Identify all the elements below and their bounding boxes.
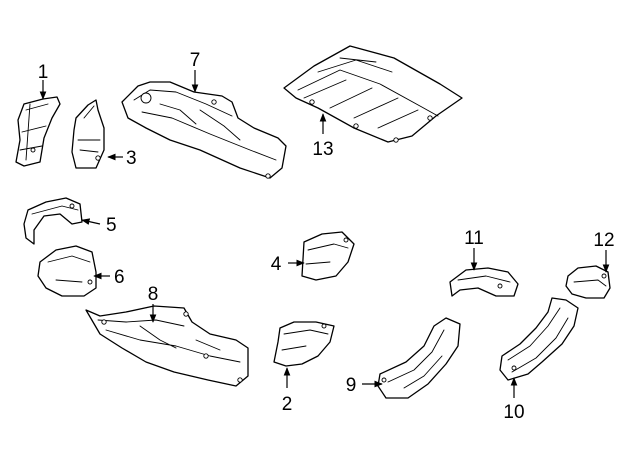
callout-6: 6 — [114, 267, 125, 288]
callout-8: 8 — [148, 284, 159, 305]
leader-lines — [39, 70, 610, 398]
heat-shield-part-13 — [283, 45, 463, 143]
callout-13: 13 — [312, 139, 333, 160]
callout-7: 7 — [190, 50, 201, 71]
leader-5 — [81, 218, 101, 225]
callout-4: 4 — [271, 254, 282, 275]
callout-11: 11 — [464, 228, 484, 249]
heat-shield-part-11 — [449, 267, 519, 297]
heat-shield-part-3 — [71, 99, 105, 169]
callout-9: 9 — [346, 375, 357, 396]
heat-shield-part-1 — [15, 96, 61, 167]
callout-labels: 1 2 3 4 5 6 7 8 9 10 11 12 13 — [38, 50, 615, 423]
callout-10: 10 — [503, 402, 524, 423]
heat-shield-part-7 — [121, 81, 287, 179]
heat-shield-part-9 — [377, 317, 461, 399]
heat-shield-part-10 — [499, 297, 579, 381]
heat-shield-part-6 — [37, 245, 97, 297]
callout-3: 3 — [126, 148, 137, 169]
callout-12: 12 — [593, 230, 614, 251]
heat-shield-part-8 — [85, 305, 249, 387]
heat-shield-part-12 — [565, 265, 611, 299]
heat-shield-part-2 — [273, 321, 335, 367]
callout-2: 2 — [282, 394, 293, 415]
heat-shield-part-5 — [23, 197, 83, 245]
callout-5: 5 — [106, 215, 117, 236]
callout-1: 1 — [38, 62, 49, 83]
heat-shield-part-4 — [301, 231, 355, 281]
